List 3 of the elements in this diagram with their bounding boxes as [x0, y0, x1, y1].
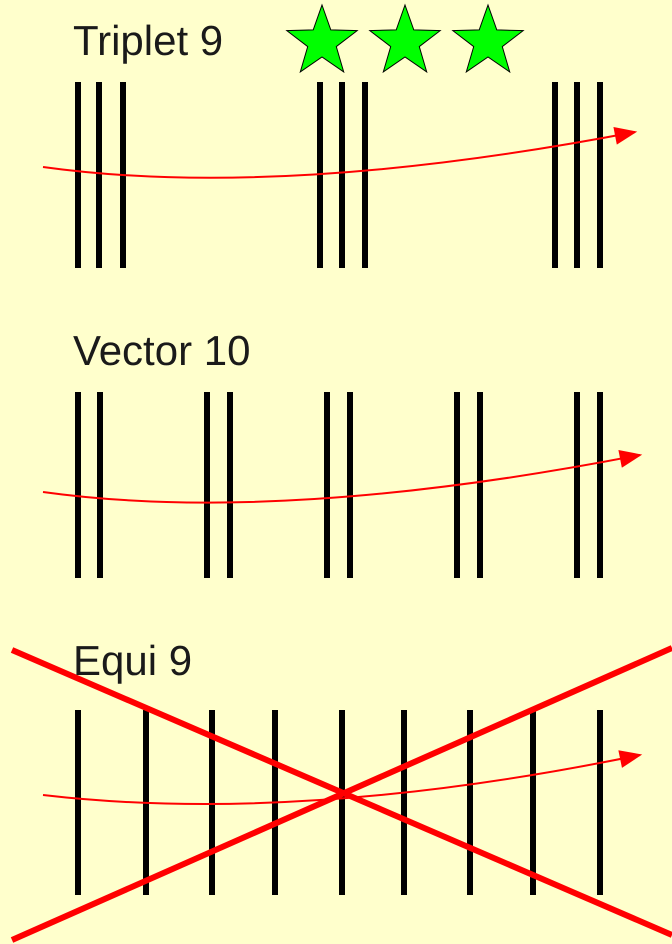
lattice-label: Triplet 9	[73, 20, 224, 62]
lattice-label: Vector 10	[73, 330, 250, 372]
lattice-label: Equi 9	[73, 640, 192, 682]
